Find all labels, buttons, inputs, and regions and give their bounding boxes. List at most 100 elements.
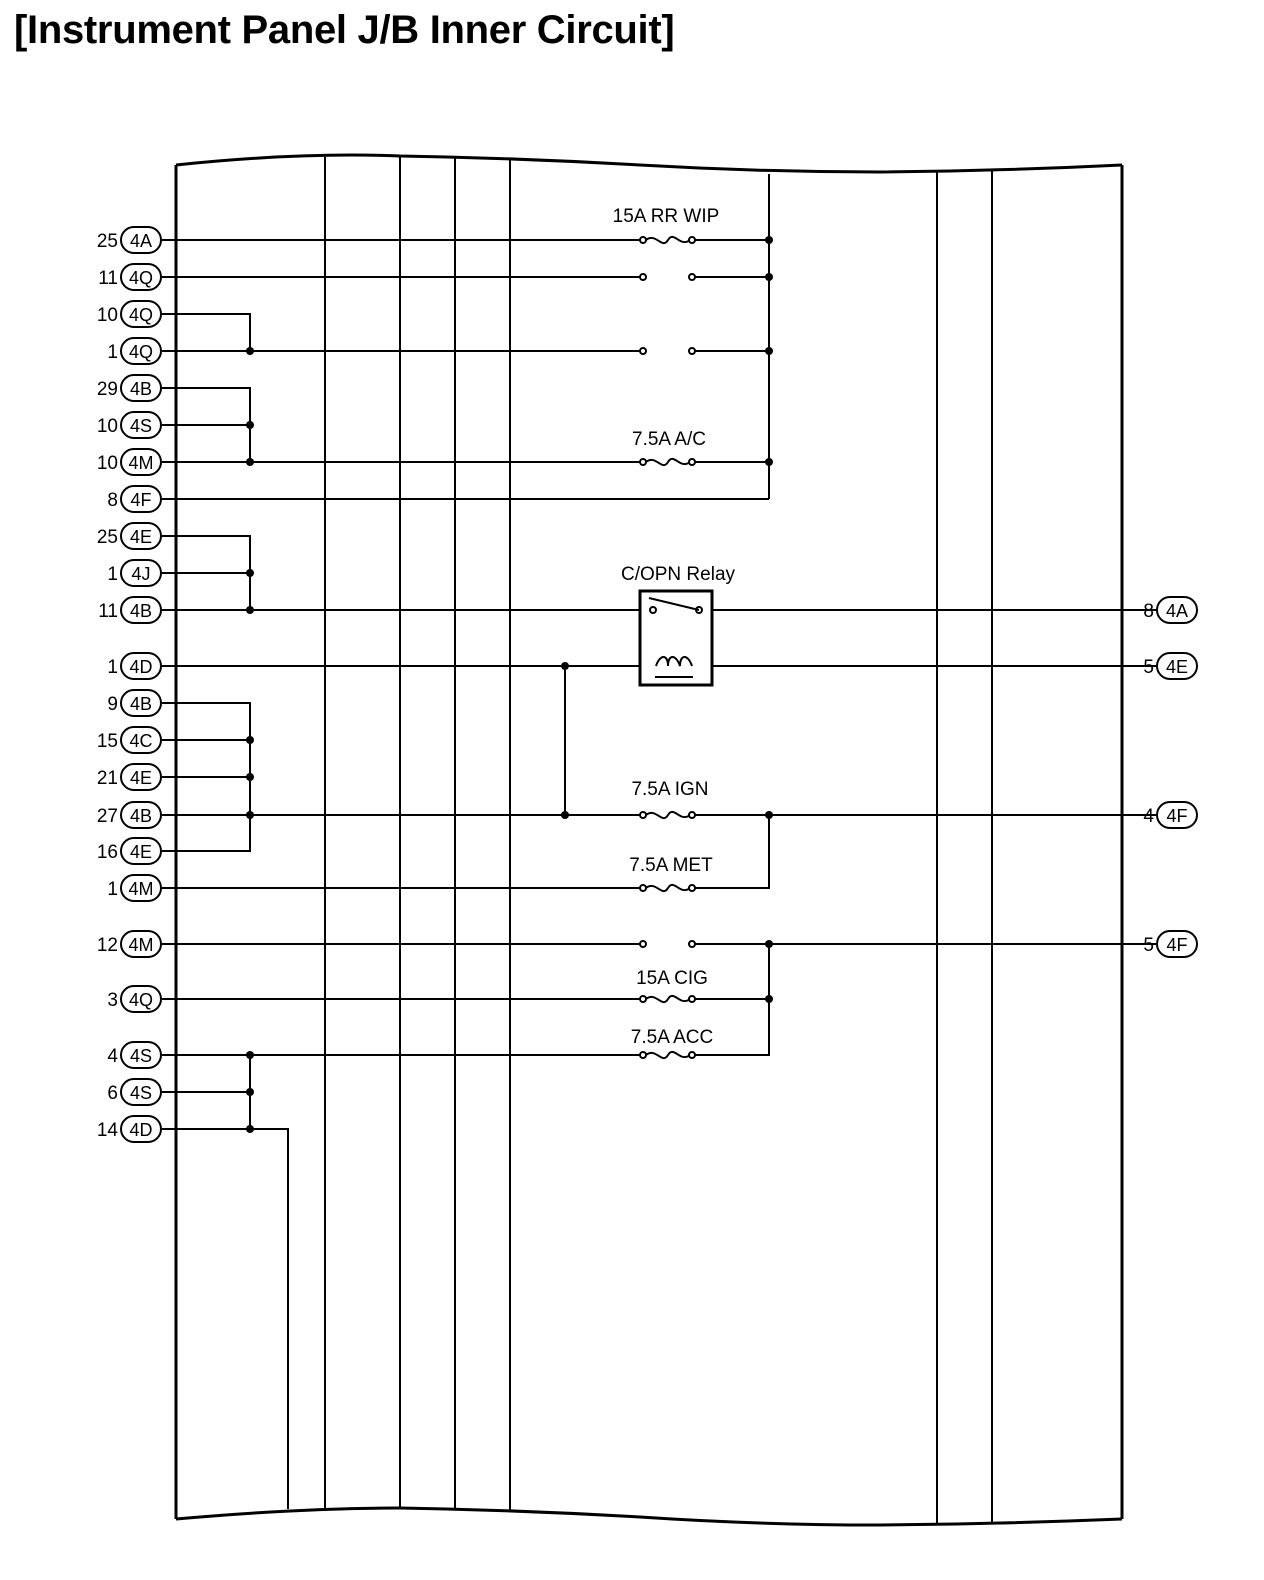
right-connector: 5 4F <box>1143 930 1198 958</box>
connector-code: 4F <box>130 490 151 510</box>
connector-code: 4F <box>1166 935 1187 955</box>
connector-code: 4S <box>130 416 152 436</box>
left-connector: 16 4E <box>97 837 162 865</box>
pin-number: 29 <box>97 379 118 400</box>
junction-dot <box>765 236 773 244</box>
pin-number: 10 <box>97 453 118 474</box>
connector-code: 4J <box>131 564 150 584</box>
junction-dot <box>246 347 254 355</box>
terminal-icon <box>639 347 647 355</box>
connector-badge-icon <box>120 689 162 717</box>
connector-code: 4E <box>130 768 152 788</box>
connector-badge-icon <box>120 726 162 754</box>
connector-badge-icon <box>120 801 162 829</box>
connector-badge-icon <box>1156 596 1198 624</box>
fuse-symbols <box>639 235 696 1060</box>
junction-dot <box>765 940 773 948</box>
open-slot-terminals <box>639 273 696 948</box>
fuse-label-met: 7.5A MET <box>629 855 713 876</box>
connector-badge-icon <box>120 263 162 291</box>
wire <box>162 944 770 1056</box>
pin-number: 15 <box>97 731 118 752</box>
terminal-icon <box>639 273 647 281</box>
fuse-label-rr-wip: 15A RR WIP <box>613 206 720 227</box>
frame-top-edge <box>175 153 1123 174</box>
connector-badge-icon <box>120 985 162 1013</box>
connector-code: 4Q <box>129 342 153 362</box>
connector-code: 4B <box>130 379 152 399</box>
connector-code: 4A <box>130 231 152 251</box>
left-connector: 10 4M <box>97 448 162 476</box>
connector-badge-icon <box>120 559 162 587</box>
pin-number: 4 <box>1143 806 1154 827</box>
connector-badge-icon <box>120 522 162 550</box>
connector-badge-icon <box>120 226 162 254</box>
connector-badge-icon <box>1156 801 1198 829</box>
connector-code: 4E <box>130 527 152 547</box>
pin-number: 1 <box>107 879 118 900</box>
pin-number: 27 <box>97 806 118 827</box>
connector-badge-icon <box>120 411 162 439</box>
fuse-icon <box>639 1050 696 1060</box>
pin-number: 1 <box>107 657 118 678</box>
junction-dot <box>765 458 773 466</box>
wire <box>162 815 770 889</box>
relay-icon <box>638 589 714 687</box>
fuse-icon <box>639 883 696 893</box>
junction-dot <box>246 773 254 781</box>
wire <box>162 387 251 462</box>
fuse-icon <box>639 810 696 820</box>
pin-number: 25 <box>97 231 118 252</box>
connector-badge-icon <box>120 1115 162 1143</box>
connector-code: 4B <box>130 694 152 714</box>
terminal-icon <box>639 940 647 948</box>
fuse-label-ign: 7.5A IGN <box>631 779 708 800</box>
junction-block-frame <box>174 153 1124 1527</box>
pin-number: 16 <box>97 842 118 863</box>
connector-badge-icon <box>1156 930 1198 958</box>
pin-number: 8 <box>1143 601 1154 622</box>
junction-dot <box>765 347 773 355</box>
pin-number: 1 <box>107 564 118 585</box>
connector-code: 4E <box>1166 657 1188 677</box>
pin-number: 5 <box>1143 935 1154 956</box>
connector-code: 4Q <box>129 268 153 288</box>
junction-dot <box>246 458 254 466</box>
connector-badge-icon <box>120 300 162 328</box>
fuse-icon <box>639 994 696 1004</box>
left-connector: 3 4Q <box>107 985 162 1013</box>
pin-number: 5 <box>1143 657 1154 678</box>
pin-number: 3 <box>107 990 118 1011</box>
connector-badge-icon <box>120 1078 162 1106</box>
connector-badge-icon <box>120 763 162 791</box>
junction-dot <box>246 421 254 429</box>
pin-number: 25 <box>97 527 118 548</box>
wire <box>162 313 251 351</box>
junction-dot <box>765 273 773 281</box>
connector-code: 4S <box>130 1083 152 1103</box>
connector-code: 4M <box>128 453 153 473</box>
right-connector: 5 4E <box>1143 652 1198 680</box>
connector-code: 4E <box>130 842 152 862</box>
pin-number: 10 <box>97 305 118 326</box>
connector-code: 4Q <box>129 990 153 1010</box>
wire <box>162 535 251 610</box>
fuse-label-ac: 7.5A A/C <box>632 429 706 450</box>
junction-dot <box>561 811 569 819</box>
connector-badge-icon <box>120 930 162 958</box>
terminal-icon <box>688 347 696 355</box>
page-title: [Instrument Panel J/B Inner Circuit] <box>14 8 675 52</box>
